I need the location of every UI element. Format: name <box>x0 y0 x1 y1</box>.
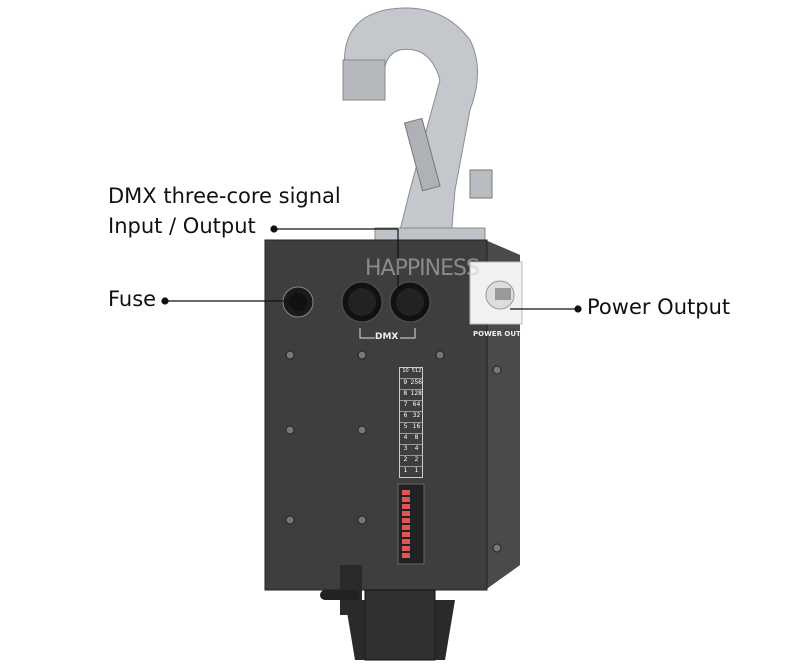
power-out-label: POWER OUT <box>473 330 521 338</box>
callout-lines <box>161 225 582 313</box>
callout-dmx-line1: DMX three-core signal <box>108 184 341 208</box>
dip-switch <box>397 483 425 565</box>
callout-fuse: Fuse <box>108 287 157 311</box>
watermark: HAPPINESS <box>365 256 480 281</box>
device-body <box>264 239 523 591</box>
callout-power-output: Power Output <box>587 295 731 319</box>
hook-clamp <box>342 7 493 251</box>
dmx-panel-label: DMX <box>375 332 399 342</box>
bottom-mount <box>320 565 455 661</box>
callout-dmx-line2: Input / Output <box>108 214 256 238</box>
